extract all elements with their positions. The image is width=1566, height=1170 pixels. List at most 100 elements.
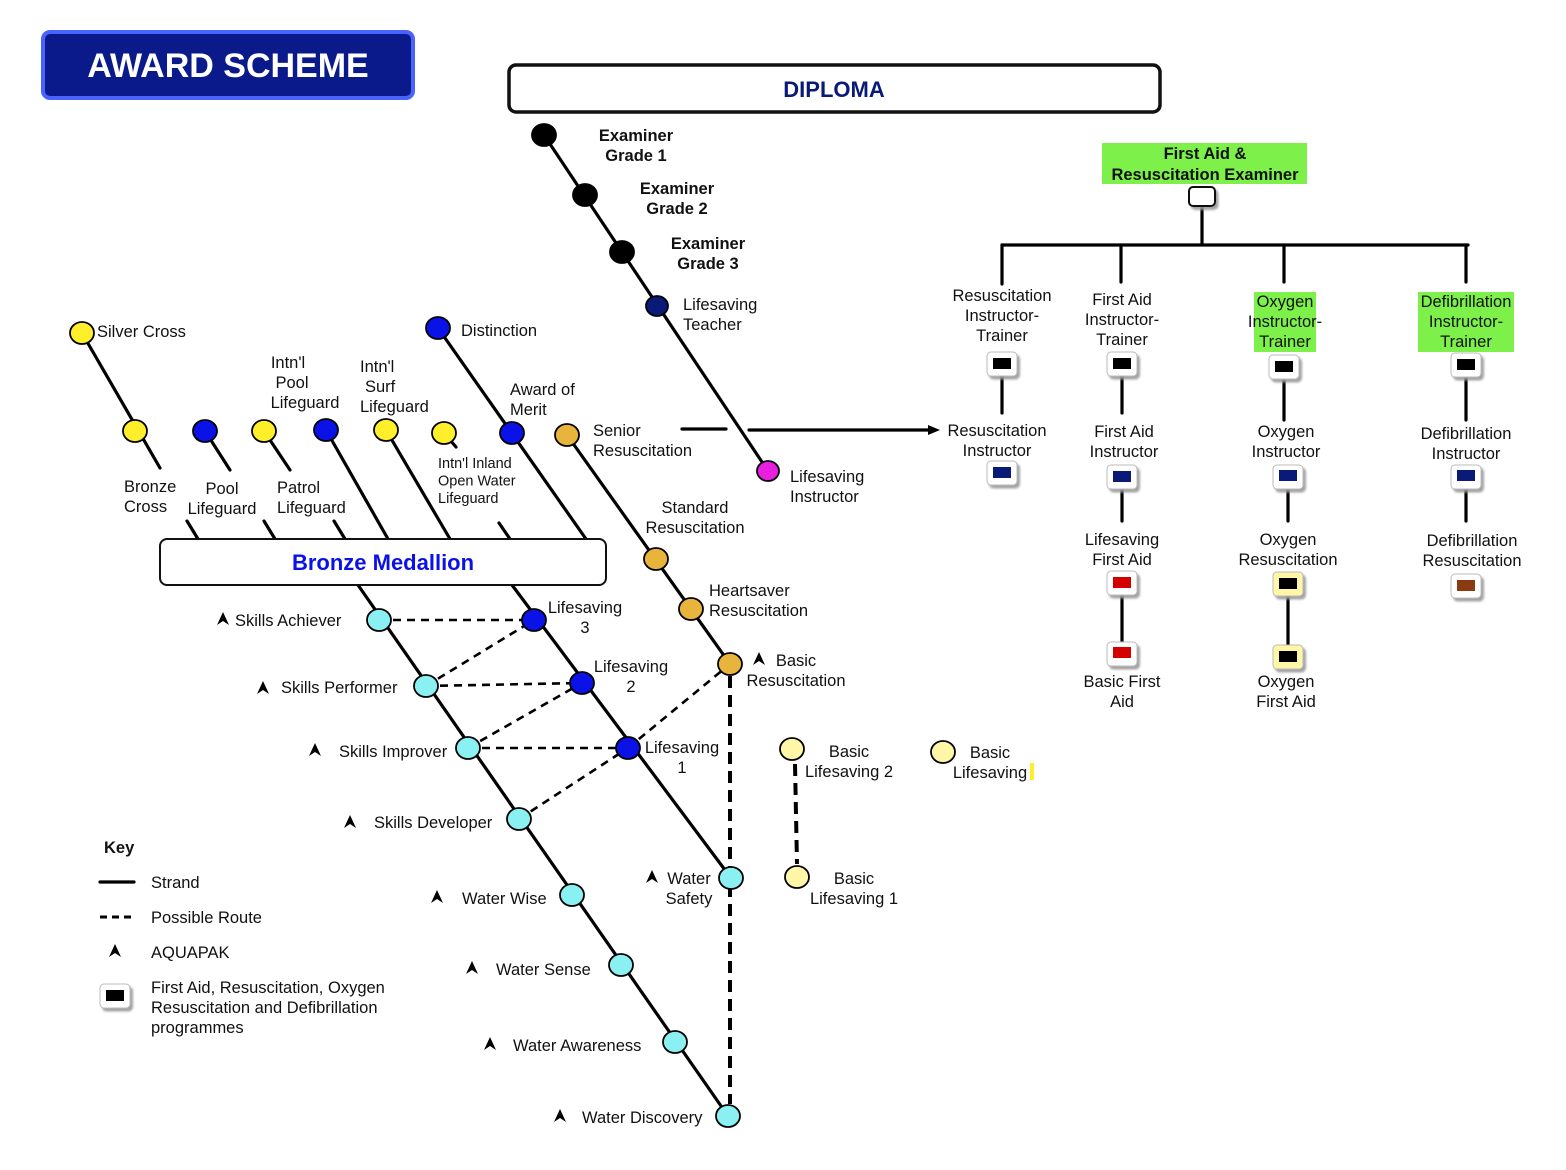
- bronze-medallion-text: Bronze Medallion: [292, 550, 474, 575]
- diploma-box: DIPLOMA: [507, 63, 1162, 114]
- label-fa-resus-examiner: First Aid &Resuscitation Examiner: [1111, 145, 1299, 184]
- node-basic-resuscitation: [717, 652, 743, 676]
- possible-routes-heavy: [100, 676, 799, 1104]
- aquapak-icon: [257, 681, 269, 694]
- node-water-sense: [608, 953, 634, 977]
- label-skills-achiever: Skills Achiever: [235, 612, 342, 630]
- node-water-discovery: [715, 1104, 741, 1128]
- strand-intl-pool: [324, 428, 390, 541]
- node-silver-cross: [69, 321, 95, 345]
- box-defib-instructor-trainer: [1450, 352, 1482, 378]
- node-skills-achiever: [366, 608, 392, 632]
- strand-intl-surf: [384, 428, 452, 541]
- node-lifesaving-1: [615, 736, 641, 760]
- strand-patrol-stub: [332, 519, 347, 541]
- box-basic-first-aid: [1106, 641, 1138, 667]
- node-skills-improver: [455, 736, 481, 760]
- aquapak-icon: [554, 1109, 566, 1122]
- node-water-safety: [718, 866, 744, 890]
- box-defib-resuscitation: [1450, 573, 1482, 599]
- label-highlights: [1030, 143, 1514, 780]
- bronze-medallion-box: Bronze Medallion: [159, 538, 607, 586]
- title-banner: AWARD SCHEME: [41, 30, 415, 100]
- box-resus-instructor: [986, 460, 1018, 486]
- nodes: [69, 123, 956, 1128]
- label-water-wise: Water Wise: [462, 890, 547, 908]
- label-skills-improver: Skills Improver: [339, 743, 448, 761]
- node-award-of-merit: [499, 421, 525, 445]
- node-water-awareness: [662, 1030, 688, 1054]
- box-lifesaving-first-aid: [1106, 570, 1138, 596]
- node-water-wise: [559, 883, 585, 907]
- label-skills-performer: Skills Performer: [281, 679, 398, 697]
- box-oxygen-resuscitation: [1272, 571, 1304, 597]
- node-examiner-grade-2: [572, 183, 598, 207]
- node-pool-lifeguard: [192, 419, 218, 443]
- fa-examiner-box: [1188, 186, 1216, 207]
- diploma-text: DIPLOMA: [783, 77, 885, 102]
- key-aquapak-label: AQUAPAK: [151, 944, 230, 962]
- aquapak-icon: [217, 612, 229, 625]
- node-basic-lifesaving-1: [784, 865, 810, 889]
- key-route-label: Possible Route: [151, 909, 262, 927]
- strand-silver-cross: [80, 331, 162, 470]
- node-standard-resuscitation: [643, 547, 669, 571]
- aquapak-icon: [344, 815, 356, 828]
- node-examiner-grade-1: [531, 123, 557, 147]
- node-basic-lifesaving: [930, 740, 956, 764]
- node-senior-resuscitation: [554, 423, 580, 447]
- aquapak-icon: [646, 870, 658, 883]
- aquapak-icon: [484, 1037, 496, 1050]
- label-distinction: Distinction: [461, 322, 537, 340]
- box-fa-instructor: [1106, 464, 1138, 490]
- node-lifesaving-2: [569, 671, 595, 695]
- node-skills-developer: [506, 807, 532, 831]
- label-silver-cross: Silver Cross: [97, 323, 186, 341]
- box-defib-instructor: [1450, 464, 1482, 490]
- node-heartsaver-resuscitation: [678, 597, 704, 621]
- senior-resus-arrowhead: [928, 425, 940, 435]
- node-distinction: [425, 316, 451, 340]
- aquapak-icon: [753, 652, 765, 665]
- aquapak-icon: [466, 961, 478, 974]
- strand-bronze-cross-stub: [185, 519, 200, 541]
- node-intl-surf-lifeguard: [373, 418, 399, 442]
- box-fa-instructor-trainer: [1106, 351, 1138, 377]
- possible-routes: [379, 618, 731, 821]
- box-oxygen-instructor-trainer: [1268, 354, 1300, 380]
- box-oxygen-instructor: [1272, 464, 1304, 490]
- node-patrol-lifeguard: [251, 419, 277, 443]
- aquapak-markers: [109, 612, 765, 1122]
- key-programme-box: [99, 983, 131, 1009]
- box-resus-instructor-trainer: [986, 351, 1018, 377]
- label-water-awareness: Water Awareness: [513, 1037, 641, 1055]
- aquapak-icon: [309, 743, 321, 756]
- aquapak-icon: [431, 890, 443, 903]
- node-lifesaving-teacher: [645, 295, 669, 317]
- strand-bronze-to-skills: [356, 583, 730, 1118]
- title-text: AWARD SCHEME: [87, 47, 368, 85]
